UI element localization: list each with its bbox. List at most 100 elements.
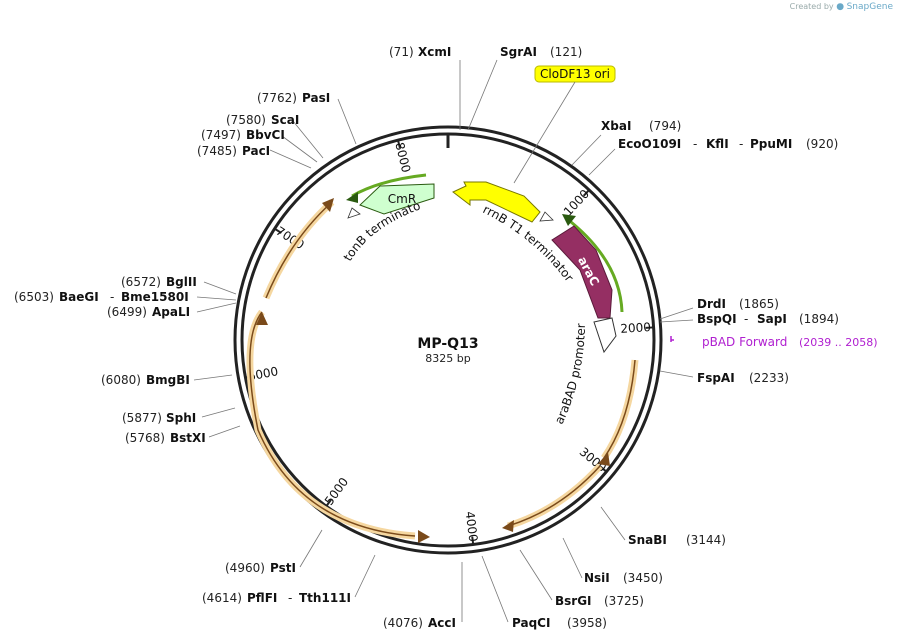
- site-bspqi-name: BspQI: [697, 312, 737, 326]
- site-paci-pos: (7485): [197, 144, 237, 158]
- site-bsrgi-pos: (3725): [604, 594, 644, 608]
- tick-label-5000: 5000: [322, 475, 351, 508]
- site-bsrgi-name: BsrGI: [555, 594, 592, 608]
- site-scai-name: ScaI: [271, 113, 299, 127]
- snapgene-credit: Created by ● SnapGene: [790, 2, 893, 12]
- site-labels: (71) XcmI SgrAI (121) XbaI (794) EcoO109…: [14, 45, 839, 630]
- arac-orf-arrow: [562, 214, 576, 226]
- credit-prefix: Created by: [789, 2, 834, 11]
- site-paci-name: PacI: [242, 144, 270, 158]
- site-psti-name: PstI: [270, 561, 296, 575]
- site-baegi-sep: -: [110, 290, 114, 304]
- site-sgrai-pos: (121): [550, 45, 582, 59]
- site-fspai-pos: (2233): [749, 371, 789, 385]
- cmr-feature: [359, 183, 435, 215]
- pbad-forward-primer-mark: [670, 336, 674, 342]
- tick-mark-8000: [396, 138, 401, 149]
- site-tth111i-name: Tth111I: [299, 591, 351, 605]
- site-psti-pos: (4960): [225, 561, 265, 575]
- tick-label-6000: 6000: [247, 364, 280, 383]
- pbad-forward-primer-name: pBAD Forward: [702, 335, 787, 349]
- site-ecoo109i-name: EcoO109I: [618, 137, 681, 151]
- site-xcmi-name: XcmI: [418, 45, 451, 59]
- site-bspqi-sep: -: [744, 312, 748, 326]
- site-sphi-name: SphI: [166, 411, 196, 425]
- site-kfli-name: KflI: [706, 137, 729, 151]
- site-apali-pos: (6499): [107, 305, 147, 319]
- tick-mark-1000: [582, 188, 591, 197]
- site-ecoo109i-sep1: -: [693, 137, 697, 151]
- arabad-promoter-feature: [593, 317, 617, 354]
- site-scai-pos: (7580): [226, 113, 266, 127]
- plasmid-name: MP-Q13: [417, 336, 478, 352]
- site-sphi-pos: (5877): [122, 411, 162, 425]
- cloDF13-ori-leader: [513, 81, 576, 184]
- orf-arrow-2: [502, 520, 514, 532]
- orf-arcs: [246, 198, 639, 543]
- cmr-label: CmR: [388, 192, 416, 206]
- tick-label-4000: 4000: [463, 511, 481, 543]
- site-ecoo109i-sep2: -: [739, 137, 743, 151]
- site-bglii-pos: (6572): [121, 275, 161, 289]
- orf-arrow-5: [322, 198, 334, 212]
- pbad-forward-primer-range: (2039 .. 2058): [799, 336, 878, 349]
- site-ppumi-name: PpuMI: [750, 137, 792, 151]
- site-pflfi-name: PflFI: [247, 591, 277, 605]
- tick-mark-4000: [471, 536, 475, 546]
- site-apali-name: ApaLI: [152, 305, 190, 319]
- site-acci-name: AccI: [428, 616, 456, 630]
- site-drdi-pos: (1865): [739, 297, 779, 311]
- site-paqci-name: PaqCI: [512, 616, 550, 630]
- site-drdi-name: DrdI: [697, 297, 726, 311]
- site-nsii-pos: (3450): [623, 571, 663, 585]
- arac-feature: [551, 225, 613, 319]
- site-bbvci-name: BbvCI: [246, 128, 285, 142]
- site-bmgbi-name: BmgBI: [146, 373, 190, 387]
- site-xcmi-pos: (71): [389, 45, 414, 59]
- orf-arrow-1: [598, 452, 610, 466]
- site-snabi-pos: (3144): [686, 533, 726, 547]
- tick-mark-7000: [273, 227, 282, 234]
- tick-label-8000: 8000: [392, 141, 413, 174]
- orf-arrow-4: [256, 312, 268, 325]
- site-sgrai-name: SgrAI: [500, 45, 537, 59]
- site-acci-pos: (4076): [383, 616, 423, 630]
- site-baegi-name: BaeGI: [59, 290, 99, 304]
- tonb-terminator-feature: [347, 207, 361, 219]
- site-bstxi-pos: (5768): [125, 431, 165, 445]
- snapgene-logo-icon: ●: [836, 2, 845, 12]
- backbone-outer-ring: [233, 125, 663, 555]
- tick-mark-2000: [645, 326, 655, 329]
- orf-arc-1: [601, 359, 639, 460]
- site-xbai-name: XbaI: [601, 119, 631, 133]
- site-baegi-pos: (6503): [14, 290, 54, 304]
- tick-mark-5000: [324, 499, 332, 508]
- site-leaders: [193, 59, 694, 623]
- site-bspqi-pos: (1894): [799, 312, 839, 326]
- site-bme1580i-name: Bme1580I: [121, 290, 189, 304]
- site-bbvci-pos: (7497): [201, 128, 241, 142]
- site-xbai-pos: (794): [649, 119, 681, 133]
- site-pflfi-sep: -: [288, 591, 292, 605]
- site-ecoo109i-pos: (920): [806, 137, 838, 151]
- site-pasi-name: PasI: [302, 91, 330, 105]
- site-nsii-name: NsiI: [584, 571, 610, 585]
- rrnb-terminator-feature: [539, 211, 554, 222]
- cmr-orf-arrow: [346, 192, 358, 203]
- cloDF13-ori-feature: [452, 181, 541, 223]
- plasmid-length: 8325 bp: [425, 352, 470, 365]
- site-pflfi-pos: (4614): [202, 591, 242, 605]
- site-paqci-pos: (3958): [567, 616, 607, 630]
- site-sapi-name: SapI: [757, 312, 787, 326]
- site-bmgbi-pos: (6080): [101, 373, 141, 387]
- arabad-promoter-label: araBAD promoter: [552, 323, 588, 426]
- orf-arrow-3: [418, 530, 430, 543]
- cloDF13-ori-label: CloDF13 ori: [540, 67, 610, 81]
- site-fspai-name: FspAI: [697, 371, 735, 385]
- site-bstxi-name: BstXI: [170, 431, 206, 445]
- arac-orf-arc: [565, 216, 624, 313]
- tick-label-2000: 2000: [620, 320, 651, 336]
- site-snabi-name: SnaBI: [628, 533, 667, 547]
- site-bglii-name: BglII: [166, 275, 197, 289]
